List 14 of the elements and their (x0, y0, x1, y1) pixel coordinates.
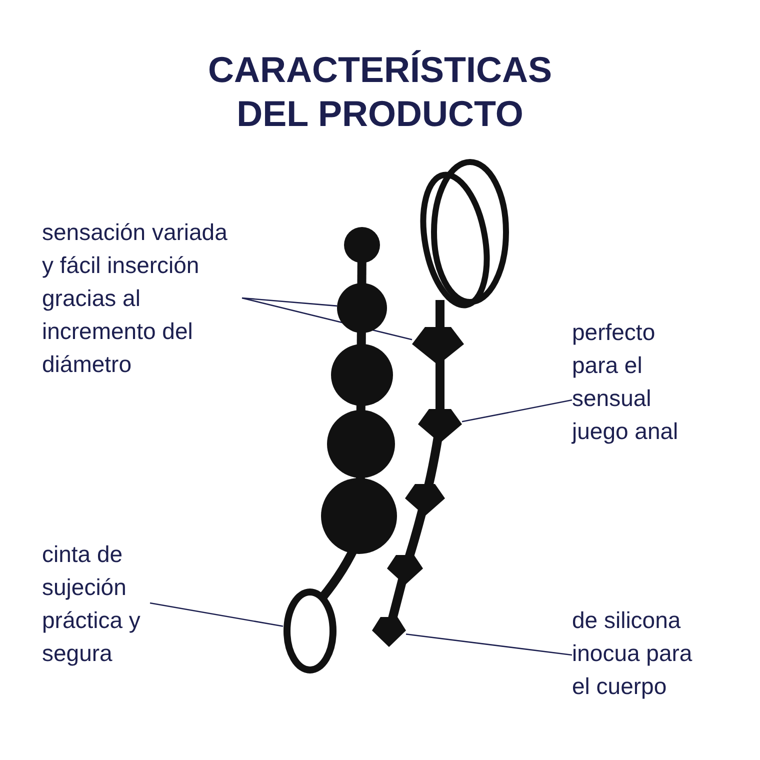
diamond-bead (412, 327, 464, 365)
feature-text: cinta de sujeción práctica y segura (42, 538, 150, 670)
loop-handle (283, 588, 337, 674)
leader-line (242, 297, 338, 307)
bead (337, 283, 387, 333)
diamond-bead (418, 409, 462, 443)
title: CARACTERÍSTICAS DEL PRODUCTO (206, 48, 553, 136)
leader-line (406, 634, 572, 656)
diamond-bead (372, 617, 406, 647)
feature-text: de silicona inocua para el cuerpo (572, 604, 707, 703)
feature-text: perfecto para el sensual juego anal (572, 316, 697, 448)
leader-line (150, 602, 284, 627)
leader-line (462, 399, 572, 422)
feature-text: sensación variada y fácil inserción gracias al incremento del diámetro (42, 216, 242, 381)
